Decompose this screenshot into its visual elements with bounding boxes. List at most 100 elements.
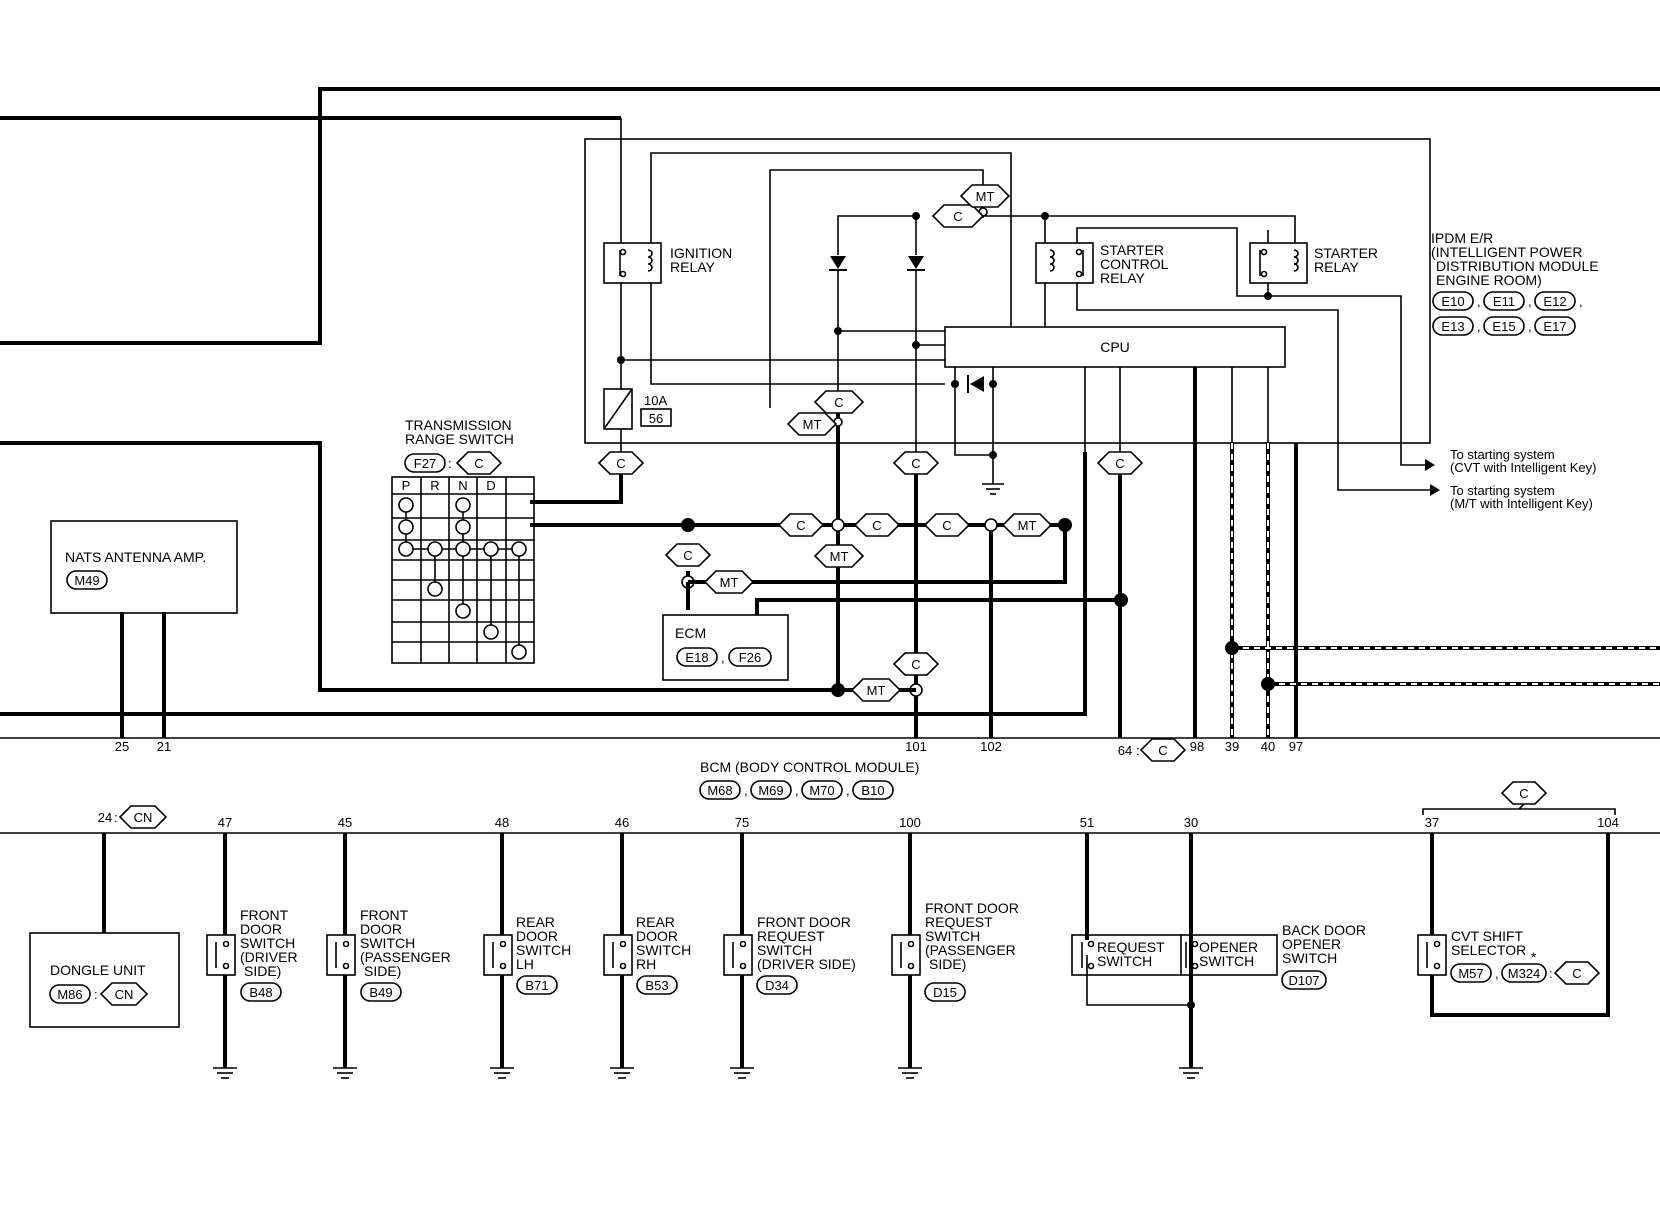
starter-control-relay-label-3: RELAY — [1100, 270, 1146, 286]
trs-connector: F27 — [414, 456, 436, 471]
pin-25: 25 — [115, 739, 129, 754]
cvt-asterisk: * — [1531, 949, 1537, 965]
pin-97: 97 — [1289, 739, 1303, 754]
switch-2-l3: SWITCH — [360, 935, 415, 951]
svg-text:C: C — [474, 456, 483, 471]
switch-1-l4: (DRIVER — [240, 949, 298, 965]
switch-5-connector: D34 — [765, 978, 789, 993]
tag-mt-838-below: MT — [813, 544, 865, 568]
svg-text::: : — [1136, 743, 1140, 758]
svg-text:CN: CN — [115, 987, 134, 1002]
ground-ipdm — [982, 483, 1004, 495]
tag-c-fuse-out: C — [597, 451, 645, 475]
pin-30: 30 — [1184, 815, 1198, 830]
tag-c-harness-3: C — [923, 513, 971, 537]
cvt-label-2: SELECTOR — [1451, 942, 1526, 958]
to-starting-arrows — [1425, 459, 1440, 496]
svg-text:C: C — [834, 395, 843, 410]
dongle-box — [29, 932, 180, 1028]
switch-5-l3: SWITCH — [757, 942, 812, 958]
svg-text:C: C — [872, 518, 881, 533]
back-door-opener-l2: SWITCH — [1199, 953, 1254, 969]
svg-text:MT: MT — [1018, 518, 1037, 533]
tag-mt-harness: MT — [1001, 513, 1053, 537]
switch-2-l5: SIDE) — [364, 963, 401, 979]
tag-cn-pin-24: CN — [118, 805, 168, 829]
ipdm-label-4: ENGINE ROOM) — [1436, 272, 1542, 288]
svg-text:,: , — [744, 783, 748, 798]
switch-3-connector: B71 — [525, 978, 548, 993]
to-starting-cvt-2: (CVT with Intelligent Key) — [1450, 460, 1596, 475]
nats-label: NATS ANTENNA AMP. — [65, 549, 206, 565]
back-door-junction — [1187, 1001, 1195, 1009]
pin-64: 64 — [1118, 743, 1132, 758]
dongle-connector: M86 — [57, 987, 82, 1002]
switch-4-connector: B53 — [645, 978, 668, 993]
pin-46: 46 — [615, 815, 629, 830]
back-door-request-l2: SWITCH — [1097, 953, 1152, 969]
cvt-tag-c: C — [1553, 961, 1601, 985]
cvt-bracket — [1422, 803, 1616, 815]
pin-101: 101 — [905, 739, 927, 754]
tag-c-ipdm-mid: C — [813, 390, 865, 414]
switch-6-l3: SWITCH — [925, 928, 980, 944]
back-door-connector: D107 — [1288, 973, 1319, 988]
trs-label-2: RANGE SWITCH — [405, 431, 514, 447]
tag-c-cvt-bracket: C — [1500, 781, 1548, 805]
switch-5-l1: FRONT DOOR — [757, 914, 851, 930]
dongle-label: DONGLE UNIT — [50, 962, 146, 978]
switch-rear-door-rh — [603, 934, 633, 976]
diode-3 — [967, 375, 984, 393]
back-door-request-contact — [1081, 940, 1095, 970]
switch-front-door-request-passenger — [891, 934, 921, 976]
svg-text:C: C — [953, 209, 962, 224]
svg-text:C: C — [942, 518, 951, 533]
fuse-10a — [603, 388, 633, 430]
trs-tag-c: C — [455, 451, 503, 475]
bcm-connectors: M68 , M69 , M70 , B10 — [699, 780, 894, 800]
ipdm-conn-e17: E17 — [1543, 319, 1566, 334]
option-tags: C MT C MT C C C C C C MT MT C MT C MT — [597, 184, 1144, 702]
switch-5-l4: (DRIVER SIDE) — [757, 956, 856, 972]
ipdm-conn-e15: E15 — [1492, 319, 1515, 334]
tag-mt-ipdm-mid: MT — [786, 412, 838, 436]
switch-rear-door-lh — [483, 934, 513, 976]
svg-text:C: C — [1115, 456, 1124, 471]
bcm-conn-m69: M69 — [758, 783, 783, 798]
ipdm-label-2: (INTELLIGENT POWER — [1431, 244, 1582, 260]
starter-control-relay-label-2: CONTROL — [1100, 256, 1169, 272]
cvt-label-1: CVT SHIFT — [1451, 928, 1524, 944]
ignition-relay — [603, 242, 662, 284]
svg-text:,: , — [795, 783, 799, 798]
back-door-label-3: SWITCH — [1282, 950, 1337, 966]
back-door-switch-box — [1071, 934, 1278, 976]
fuse-number: 56 — [649, 411, 663, 426]
bcm-conn-m70: M70 — [809, 783, 834, 798]
cpu-block — [944, 326, 1286, 368]
switch-4-l1: REAR — [636, 914, 675, 930]
svg-text:,: , — [1528, 294, 1532, 309]
tag-c-916-low: C — [892, 652, 940, 676]
switch-4-l2: DOOR — [636, 928, 678, 944]
dongle-tag-cn: CN — [99, 982, 149, 1006]
ipdm-internal-wires — [620, 118, 1430, 491]
cvt-conn-m324: M324 — [1508, 966, 1541, 981]
switch-2-connector: B49 — [369, 985, 392, 1000]
diode-2 — [907, 256, 925, 271]
svg-text:MT: MT — [803, 417, 822, 432]
cvt-switch — [1417, 934, 1447, 976]
svg-text:C: C — [1158, 743, 1167, 758]
nats-connector: M49 — [74, 573, 99, 588]
svg-text:,: , — [1495, 966, 1499, 981]
switch-4-l3: SWITCH — [636, 942, 691, 958]
pin-102: 102 — [980, 739, 1002, 754]
pin-21: 21 — [157, 739, 171, 754]
harness-junctions — [681, 518, 1275, 697]
pin-51: 51 — [1080, 815, 1094, 830]
pin-45: 45 — [338, 815, 352, 830]
switch-1-connector: B48 — [249, 985, 272, 1000]
ecm-conn-e18: E18 — [685, 650, 708, 665]
switch-3-l1: REAR — [516, 914, 555, 930]
starter-relay-label-1: STARTER — [1314, 245, 1378, 261]
